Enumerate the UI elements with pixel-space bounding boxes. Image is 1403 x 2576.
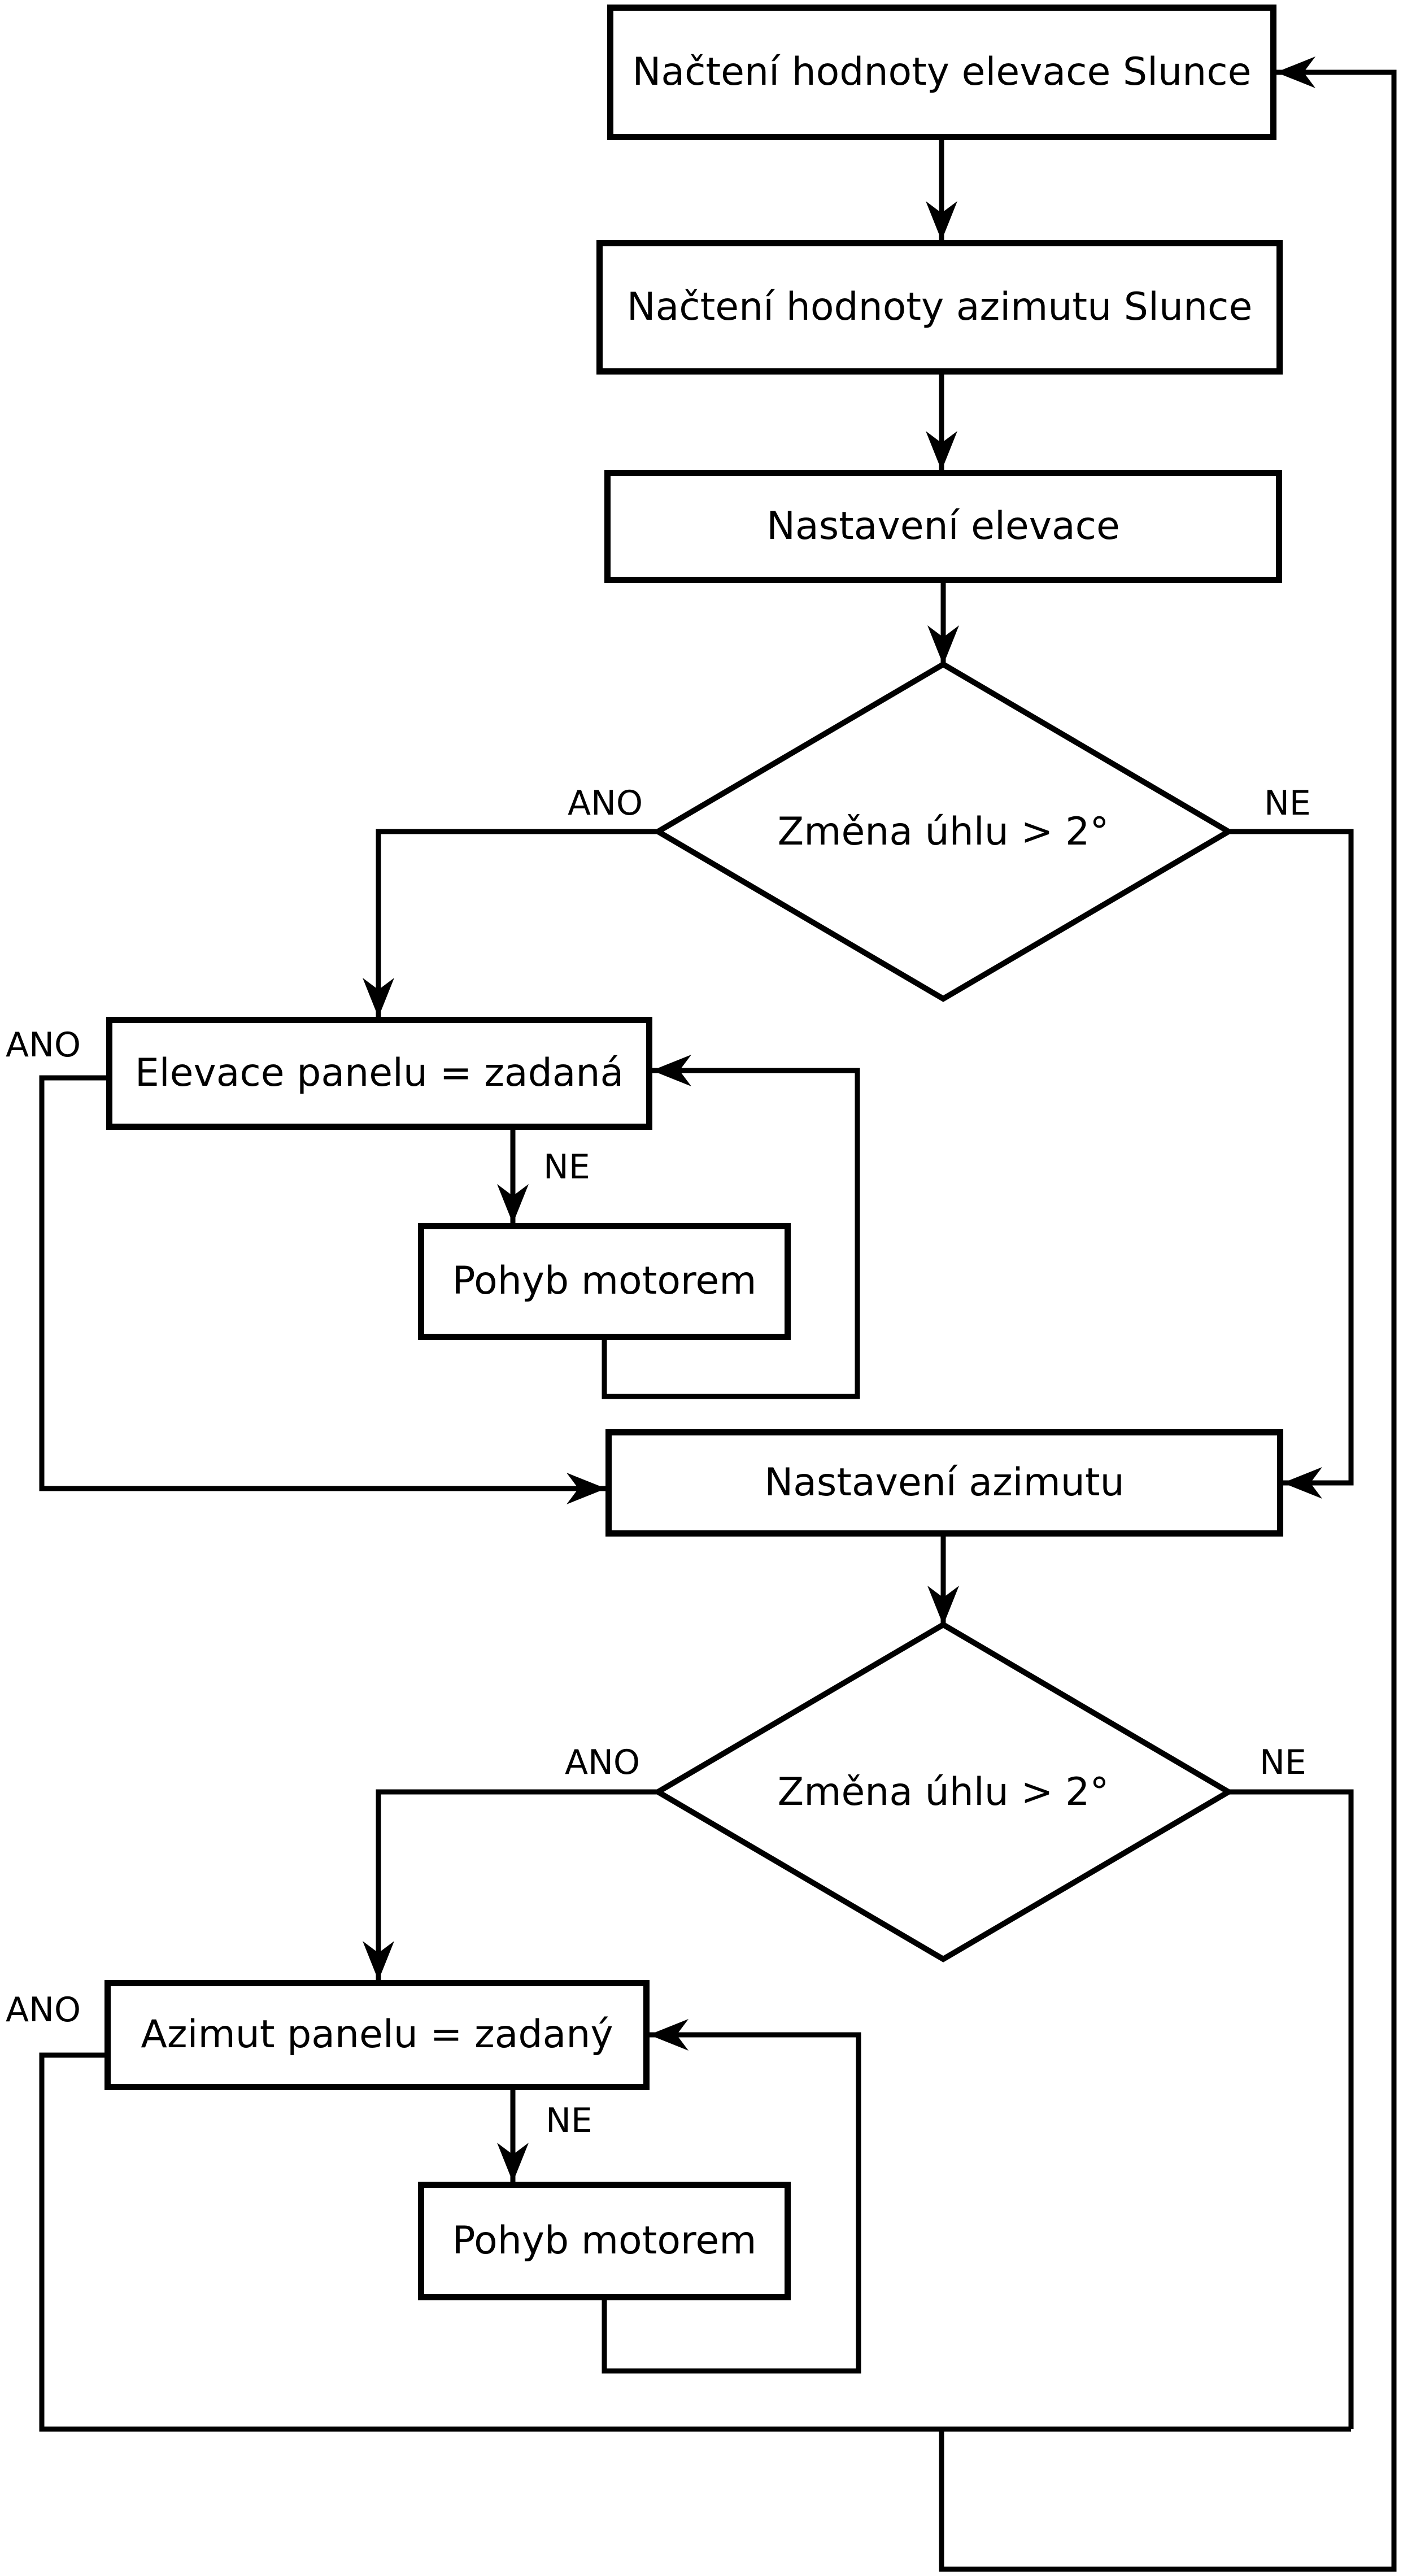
edge-elev-decision-yes-to-elev-equal xyxy=(363,829,658,1017)
decision-azimuth-change-label: Změna úhlu > 2° xyxy=(777,1769,1109,1814)
decision-azimuth-change-diamond xyxy=(652,1621,1234,1963)
process-azimuth-equals-target: Azimut panelu = zadaný xyxy=(104,1980,650,2090)
process-elevation-motor-move: Pohyb motorem xyxy=(418,1223,791,1340)
process-set-azimuth: Nastavení azimutu xyxy=(605,1429,1283,1537)
edge-azim-equal-yes-bottom-join xyxy=(39,2052,1351,2432)
branch-label-azimuth-equals-no: NE xyxy=(546,2101,592,2140)
decision-elevation-change-diamond xyxy=(652,661,1234,1002)
branch-label-elevation-change-no: NE xyxy=(1264,784,1311,823)
branch-label-elevation-change-yes: ANO xyxy=(568,784,643,823)
process-load-sun-elevation: Načtení hodnoty elevace Slunce xyxy=(607,5,1276,140)
decision-elevation-change-label: Změna úhlu > 2° xyxy=(777,809,1109,854)
process-load-sun-azimuth: Načtení hodnoty azimutu Slunce xyxy=(596,240,1283,375)
edge-azim-motor-loop-to-azim-equal xyxy=(602,2019,861,2374)
branch-label-azimuth-change-yes: ANO xyxy=(565,1743,640,1782)
process-azimuth-motor-move: Pohyb motorem xyxy=(418,2182,791,2300)
branch-label-elevation-equals-no: NE xyxy=(543,1147,590,1187)
edge-elev-decision-no-to-set-azimuth xyxy=(1228,829,1354,1499)
process-elevation-equals-target: Elevace panelu = zadaná xyxy=(106,1017,652,1130)
edge-azim-decision-no-down xyxy=(1228,1789,1354,2429)
branch-label-elevation-equals-yes: ANO xyxy=(6,1025,81,1065)
edge-return-to-start xyxy=(939,56,1397,2572)
process-set-elevation: Nastavení elevace xyxy=(604,470,1282,583)
branch-label-azimuth-equals-yes: ANO xyxy=(6,1990,81,2030)
edge-elev-motor-loop-to-elev-equal xyxy=(602,1055,860,1399)
edge-azim-decision-yes-to-azim-equal xyxy=(363,1789,658,1981)
edge-elev-equal-yes-to-set-azimuth xyxy=(39,1075,606,1504)
branch-label-azimuth-change-no: NE xyxy=(1260,1743,1306,1782)
